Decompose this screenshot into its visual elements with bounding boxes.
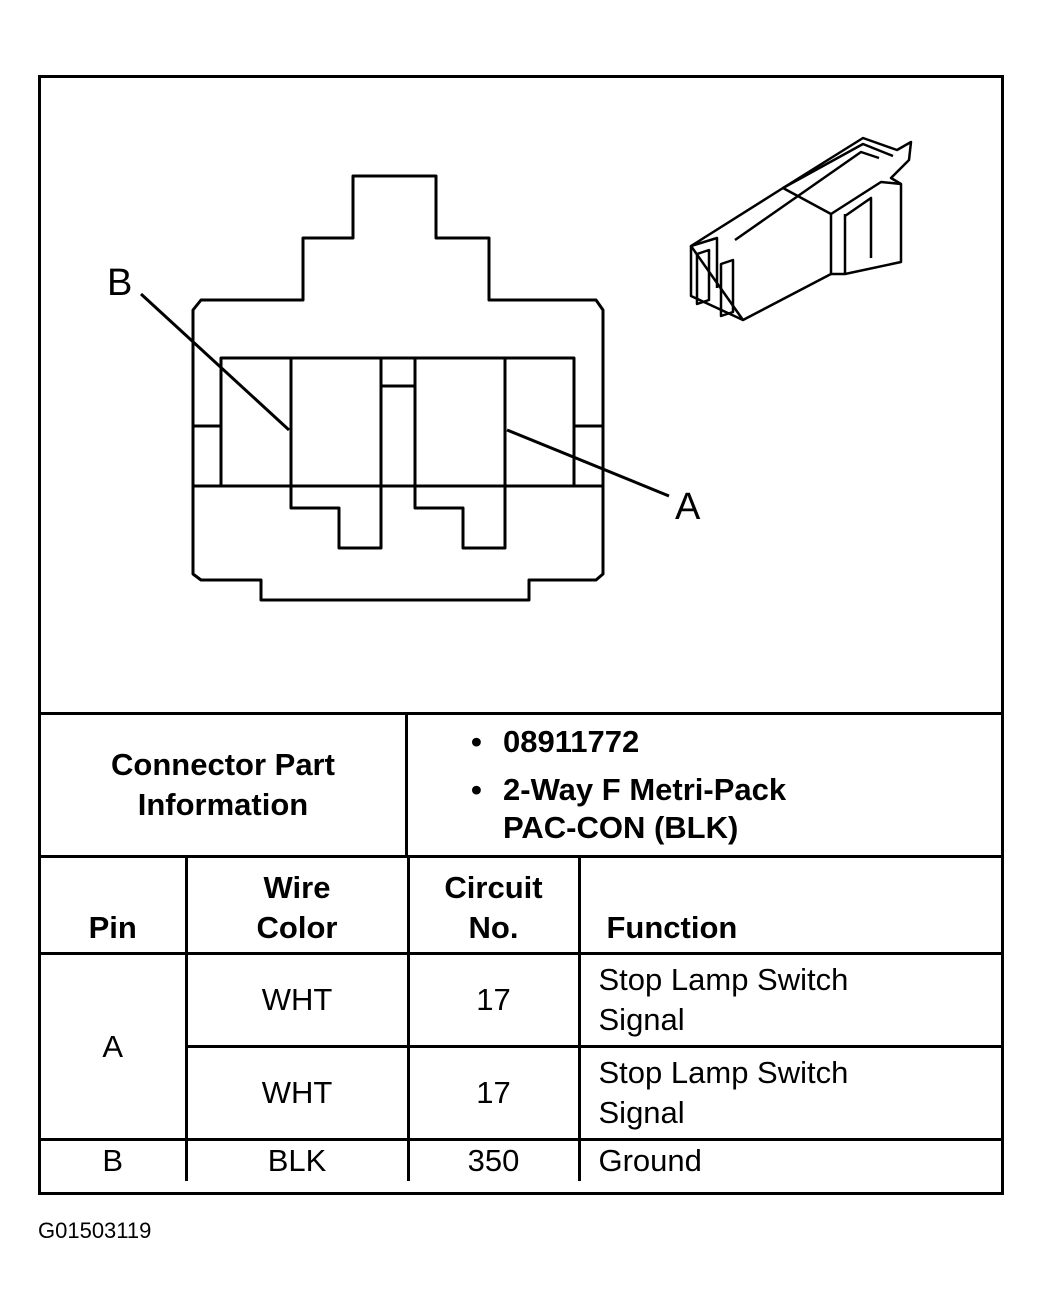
- pin-cell: B: [41, 1138, 188, 1181]
- connector-figure-frame: B A Connector Part Information • 0891177…: [38, 75, 1004, 1195]
- terminal-a: [413, 356, 507, 550]
- table-row: A WHT 17 Stop Lamp Switch Signal: [41, 952, 1001, 1141]
- table-header-row: Pin Wire Color Circuit No. Function: [41, 858, 1001, 955]
- connector-part-info-label: Connector Part Information: [41, 715, 408, 855]
- table-row: WHT 17 Stop Lamp Switch Signal: [41, 1045, 1001, 1141]
- info-label-line: Connector Part: [111, 747, 335, 782]
- connector-cavity: [219, 356, 576, 488]
- connector-face-drawing: [139, 136, 913, 602]
- header-wire-color: Wire Color: [184, 858, 410, 955]
- pin-b-label: B: [107, 262, 133, 304]
- function-cell: Stop Lamp Switch Signal: [577, 1045, 1001, 1141]
- part-number: 08911772: [503, 724, 640, 759]
- header-function: Function: [577, 858, 1001, 955]
- circuit-cell: 350: [406, 1138, 581, 1181]
- function-cell: Ground: [577, 1138, 1001, 1181]
- connector-type-line: 2-Way F Metri-Pack: [503, 772, 787, 807]
- wire-color-cell: WHT: [184, 952, 410, 1048]
- connector-diagram: B A: [41, 78, 1001, 712]
- terminal-b: [289, 356, 383, 550]
- connector-part-info-row: Connector Part Information • 08911772 • …: [41, 712, 1001, 858]
- figure-id: G01503119: [38, 1218, 152, 1243]
- table-row: B BLK 350 Ground: [41, 1138, 1001, 1181]
- bullet-icon: •: [471, 724, 482, 759]
- header-pin: Pin: [41, 858, 188, 955]
- connector-isometric-view: [689, 136, 913, 322]
- leader-line-a: [506, 428, 670, 498]
- connector-part-info-values: • 08911772 • 2-Way F Metri-Pack PAC-CON …: [408, 715, 1001, 855]
- circuit-cell: 17: [406, 952, 581, 1048]
- pin-table: Pin Wire Color Circuit No. Function A WH…: [41, 858, 1001, 1181]
- function-cell: Stop Lamp Switch Signal: [577, 952, 1001, 1048]
- connector-type-line: PAC-CON (BLK): [503, 810, 739, 845]
- pin-a-label: A: [675, 486, 701, 528]
- connector-type-item: • 2-Way F Metri-Pack PAC-CON (BLK): [408, 771, 1001, 847]
- header-circuit-no: Circuit No.: [406, 858, 581, 955]
- circuit-cell: 17: [406, 1045, 581, 1141]
- bullet-icon: •: [471, 772, 482, 807]
- part-number-item: • 08911772: [408, 723, 1001, 761]
- leader-line-b: [139, 292, 291, 432]
- pin-cell: A: [41, 952, 188, 1141]
- info-label-line: Information: [137, 787, 309, 822]
- connector-housing-outline: [191, 174, 605, 602]
- wire-color-cell: WHT: [184, 1045, 410, 1141]
- wire-color-cell: BLK: [184, 1138, 410, 1181]
